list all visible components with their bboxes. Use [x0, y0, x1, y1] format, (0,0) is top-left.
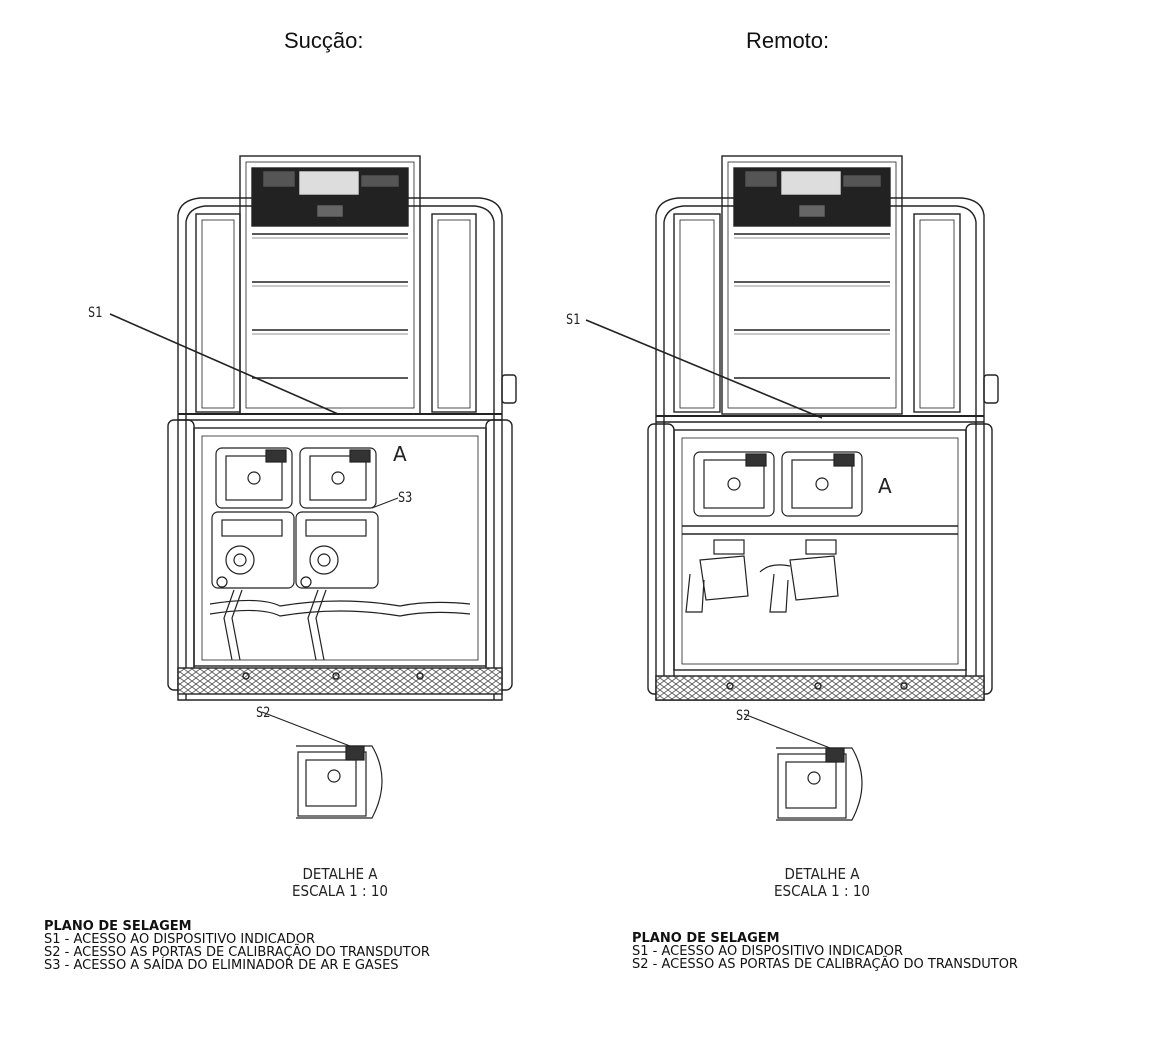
marker-a-left: A — [393, 442, 407, 466]
detail-caption-right: DETALHE A ESCALA 1 : 10 — [759, 866, 885, 900]
legend-heading-left: PLANO DE SELAGEM — [44, 919, 192, 934]
legend-item-s2-left: S2 - ACESSO AS PORTAS DE CALIBRAÇÃO DO T… — [44, 945, 430, 960]
title-succao: Sucção: — [284, 28, 364, 53]
callout-s1-right: S1 — [566, 312, 581, 328]
legend-item-s2-right: S2 - ACESSO AS PORTAS DE CALIBRAÇÃO DO T… — [632, 957, 1018, 972]
dispenser-right — [585, 155, 999, 821]
detail-scale-left: ESCALA 1 : 10 — [291, 882, 389, 900]
detail-scale-right: ESCALA 1 : 10 — [773, 882, 871, 900]
title-remoto: Remoto: — [746, 28, 830, 53]
legend-item-s1-left: S1 - ACESSO AO DISPOSITIVO INDICADOR — [44, 932, 316, 947]
callout-s2-right: S2 — [736, 708, 751, 724]
legend-item-s1-right: S1 - ACESSO AO DISPOSITIVO INDICADOR — [632, 944, 904, 959]
legend-heading-right: PLANO DE SELAGEM — [632, 931, 780, 946]
callout-s2-left: S2 — [256, 705, 271, 721]
legend-right: PLANO DE SELAGEM S1 - ACESSO AO DISPOSIT… — [632, 932, 1018, 971]
detail-title-right: DETALHE A — [784, 865, 860, 883]
detail-caption-left: DETALHE A ESCALA 1 : 10 — [277, 866, 403, 900]
legend-left: PLANO DE SELAGEM S1 - ACESSO AO DISPOSIT… — [44, 920, 430, 972]
dispenser-left — [109, 155, 517, 819]
marker-a-right: A — [878, 474, 892, 498]
legend-item-s3-left: S3 - ACESSO A SAÍDA DO ELIMINADOR DE AR … — [44, 958, 399, 973]
callout-s1-left: S1 — [88, 305, 103, 321]
callout-s3-left: S3 — [398, 490, 413, 506]
detail-title-left: DETALHE A — [302, 865, 378, 883]
